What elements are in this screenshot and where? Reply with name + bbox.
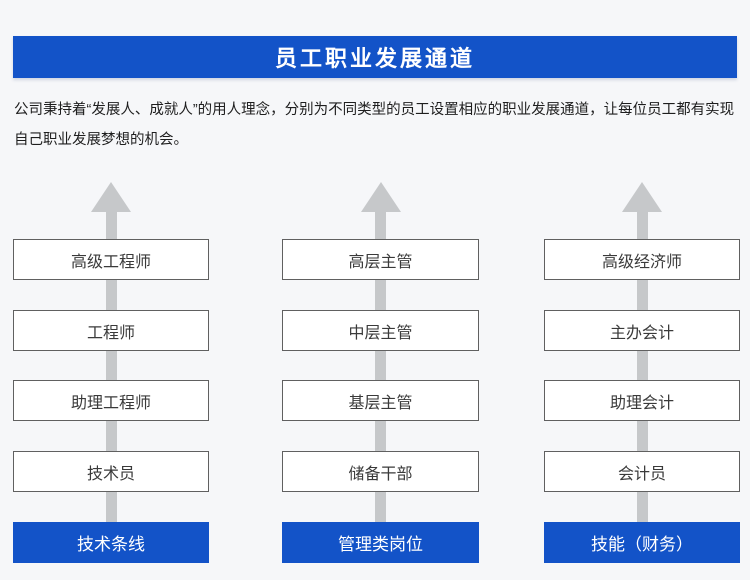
level-box: 助理工程师 (13, 380, 209, 421)
channel-column-management: 高层主管 中层主管 基层主管 储备干部 管理类岗位 (282, 180, 479, 563)
level-label: 技术员 (86, 465, 135, 483)
category-box: 管理类岗位 (282, 522, 479, 563)
level-label: 会计员 (617, 465, 666, 483)
level-box: 高级工程师 (13, 239, 209, 280)
page-title: 员工职业发展通道 (274, 46, 475, 71)
channel-column-technical: 高级工程师 工程师 助理工程师 技术员 技术条线 (13, 180, 209, 563)
level-box: 主办会计 (544, 310, 740, 351)
category-label: 技术条线 (77, 535, 145, 554)
level-box: 高级经济师 (544, 239, 740, 280)
level-box: 工程师 (13, 310, 209, 351)
arrow-shaft (375, 211, 386, 522)
level-box: 储备干部 (282, 451, 479, 492)
channel-column-finance: 高级经济师 主办会计 助理会计 会计员 技能（财务） (544, 180, 740, 563)
level-label: 高级经济师 (601, 253, 682, 271)
level-label: 主办会计 (609, 324, 674, 342)
level-label: 助理工程师 (70, 394, 151, 412)
arrow-shaft (105, 211, 117, 522)
arrow-up-icon (91, 182, 131, 212)
level-label: 高层主管 (348, 253, 413, 271)
level-box: 会计员 (544, 451, 740, 492)
level-box: 中层主管 (282, 310, 479, 351)
header-banner: 员工职业发展通道 (13, 36, 737, 78)
category-box: 技术条线 (13, 522, 209, 563)
level-box: 技术员 (13, 451, 209, 492)
intro-line: 自己职业发展梦想的机会。 (14, 132, 188, 148)
level-label: 储备干部 (348, 465, 413, 483)
arrow-shaft (636, 211, 648, 522)
level-label: 高级工程师 (70, 253, 151, 271)
intro-line: 公司秉持着“发展人、成就人”的用人理念，分别为不同类型的员工设置相应的职业发展通… (14, 102, 735, 118)
category-label: 技能（财务） (591, 535, 693, 554)
arrow-up-icon (360, 182, 401, 212)
level-box: 助理会计 (544, 380, 740, 421)
intro-paragraph: 公司秉持着“发展人、成就人”的用人理念，分别为不同类型的员工设置相应的职业发展通… (14, 95, 744, 155)
level-label: 基层主管 (348, 394, 413, 412)
category-box: 技能（财务） (544, 522, 740, 563)
level-label: 工程师 (86, 324, 135, 342)
level-box: 高层主管 (282, 239, 479, 280)
category-label: 管理类岗位 (338, 535, 423, 554)
arrow-up-icon (622, 182, 662, 212)
level-label: 助理会计 (609, 394, 674, 412)
level-box: 基层主管 (282, 380, 479, 421)
level-label: 中层主管 (348, 324, 413, 342)
